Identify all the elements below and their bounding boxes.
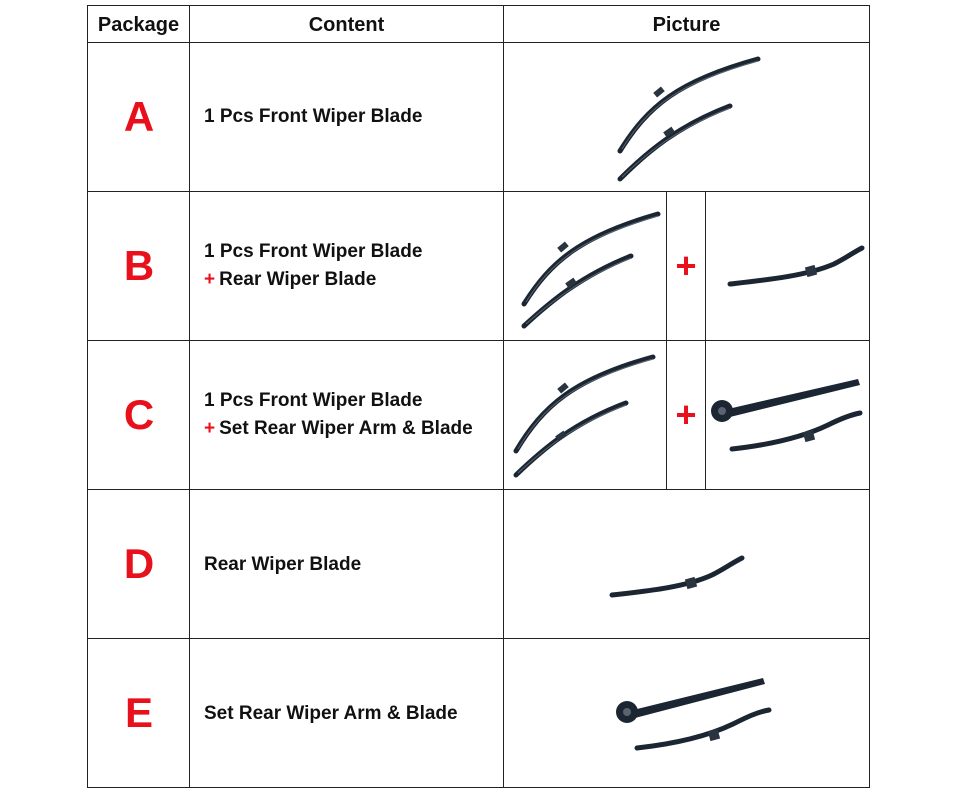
- package-letter-b: B: [123, 242, 155, 289]
- content-line: +Rear Wiper Blade: [204, 269, 377, 290]
- content-c: 1 Pcs Front Wiper Blade +Set Rear Wiper …: [204, 387, 473, 443]
- content-a: 1 Pcs Front Wiper Blade: [204, 103, 422, 131]
- content-line: 1 Pcs Front Wiper Blade: [204, 106, 423, 127]
- column-divider: [189, 6, 190, 787]
- rear-wiper-arm-and-blade-image: [711, 379, 863, 452]
- row-divider: [88, 489, 869, 490]
- plus-sign: +: [204, 269, 216, 290]
- content-line: 1 Pcs Front Wiper Blade: [204, 241, 423, 262]
- header-package: Package: [97, 13, 180, 36]
- package-letter-c: C: [123, 391, 155, 438]
- package-letter-a: A: [123, 93, 155, 140]
- content-line: Rear Wiper Blade: [204, 554, 362, 575]
- rear-wiper-arm-and-blade-image: [616, 678, 772, 751]
- content-d: Rear Wiper Blade: [204, 551, 361, 579]
- package-table: Package Content Picture A 1 Pcs Front Wi…: [87, 5, 870, 788]
- content-line: 1 Pcs Front Wiper Blade: [204, 390, 423, 411]
- content-line: +Set Rear Wiper Arm & Blade: [204, 418, 473, 439]
- plus-sign: +: [204, 418, 216, 439]
- package-letter-d: D: [123, 540, 155, 587]
- content-b: 1 Pcs Front Wiper Blade +Rear Wiper Blad…: [204, 238, 422, 294]
- column-divider: [503, 6, 504, 787]
- header-picture: Picture: [652, 13, 721, 36]
- row-divider: [88, 340, 869, 341]
- content-e: Set Rear Wiper Arm & Blade: [204, 700, 458, 728]
- front-wiper-blades-image: [513, 354, 656, 478]
- row-divider: [88, 191, 869, 192]
- rear-wiper-blade-image: [727, 245, 865, 287]
- content-line: Set Rear Wiper Arm & Blade: [204, 703, 458, 724]
- row-divider: [88, 638, 869, 639]
- picture-plus-sign: +: [675, 394, 697, 435]
- package-letter-e: E: [124, 689, 153, 736]
- rear-wiper-blade-image: [609, 555, 745, 598]
- front-wiper-blades-image: [521, 211, 661, 329]
- picture-plus-sign: +: [675, 245, 697, 286]
- front-wiper-blades-image: [617, 56, 761, 182]
- header-divider: [88, 42, 869, 43]
- header-content: Content: [308, 13, 385, 36]
